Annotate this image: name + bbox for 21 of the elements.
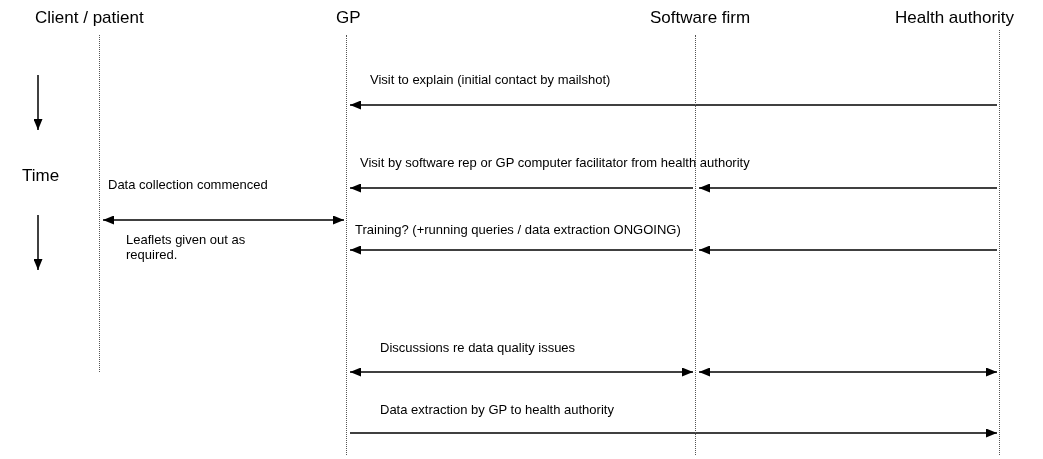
message-arrow <box>102 215 345 225</box>
participant-label: Software firm <box>650 8 751 28</box>
edge-label: Visit to explain (initial contact by mailshot) <box>370 72 611 87</box>
participant-label: GP <box>336 8 361 28</box>
axis-label: Time <box>22 166 61 186</box>
edge-label: Discussions re data quality issues <box>380 340 576 355</box>
edge-label: Visit by software rep or GP computer facilitator from health authority <box>360 155 750 170</box>
participant-label: Health authority <box>895 8 1015 28</box>
message-arrow <box>349 428 998 438</box>
message-arrow <box>698 245 998 255</box>
note: Leaflets given out as required. <box>126 232 247 262</box>
message-arrow <box>349 183 694 193</box>
edge-label: Data extraction by GP to health authority <box>380 402 614 417</box>
message-arrow <box>698 183 998 193</box>
participant-label: Client / patient <box>35 8 144 28</box>
message-arrow <box>349 100 998 110</box>
message-arrow <box>698 367 998 377</box>
message-arrow <box>349 245 694 255</box>
edge-label: Data collection commenced <box>108 177 268 192</box>
message-arrow <box>349 367 694 377</box>
edge-label: Training? (+running queries / data extraction ONGOING) <box>355 222 681 237</box>
